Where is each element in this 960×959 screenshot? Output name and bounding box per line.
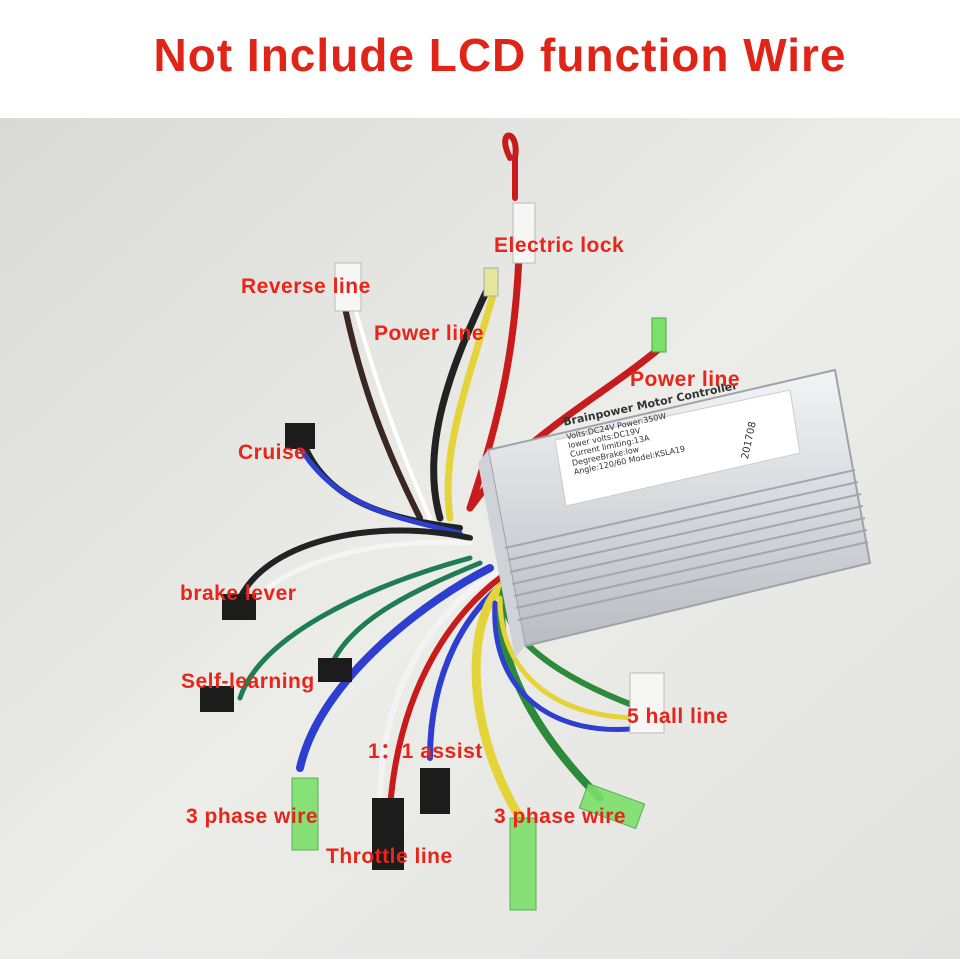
label-power-line-1: Power line	[374, 322, 485, 345]
label-3-phase-wire-1: 3 phase wire	[186, 805, 319, 828]
controller-photo: Brainpower Motor Controller Volts:DC24V …	[0, 118, 960, 959]
label-self-learning: Self-learning	[181, 670, 315, 693]
connectors	[200, 202, 667, 911]
label-assist: 1：1 assist	[368, 740, 483, 763]
motor-controller-box	[478, 368, 872, 658]
label-electric-lock: Electric lock	[494, 234, 625, 257]
label-3-phase-wire-2: 3 phase wire	[494, 805, 627, 828]
controller-illustration	[0, 118, 960, 959]
page-title: Not Include LCD function Wire	[153, 29, 847, 81]
label-cruise: Cruise	[238, 441, 307, 464]
label-throttle-line: Throttle line	[326, 845, 453, 868]
label-5-hall-line: 5 hall line	[627, 705, 729, 728]
label-reverse-line: Reverse line	[241, 275, 371, 298]
label-brake-lever: brake lever	[180, 582, 297, 605]
label-power-line-2: Power line	[630, 368, 741, 391]
